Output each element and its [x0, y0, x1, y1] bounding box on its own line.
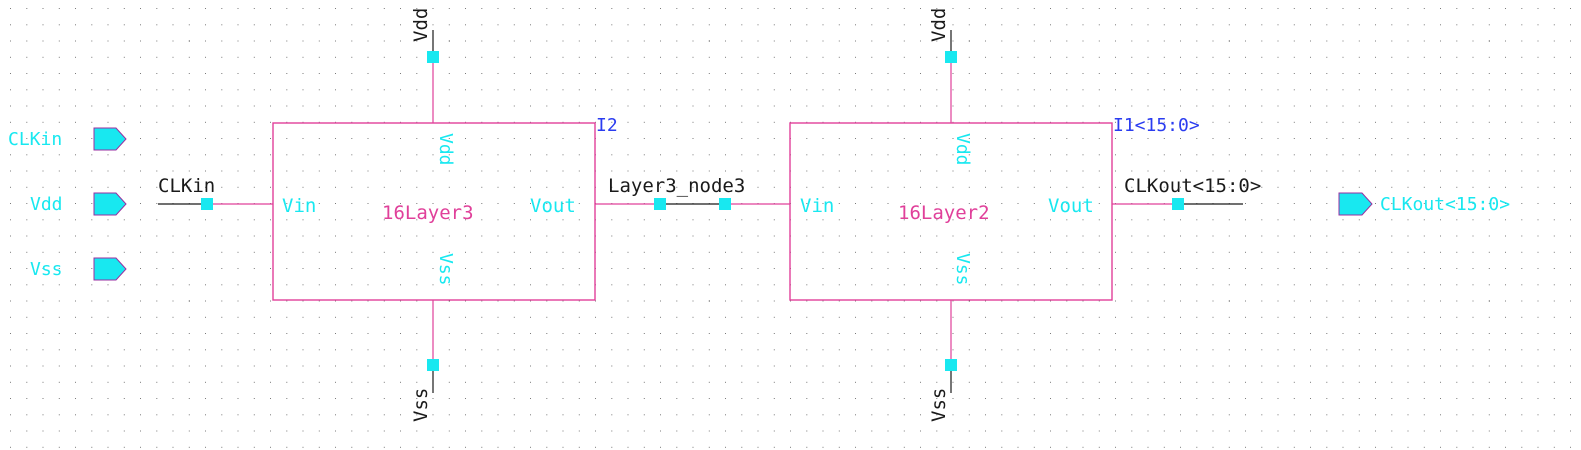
- wire-node: [427, 359, 439, 371]
- port-label-vss: Vss: [952, 253, 973, 286]
- port-label-vdd: Vdd: [435, 133, 456, 166]
- input-pin-icon: [93, 127, 127, 151]
- port-label-vin: Vin: [800, 195, 834, 217]
- pin-clkout[interactable]: CLKout<15:0>: [1338, 192, 1510, 216]
- cell-name: 16Layer2: [898, 202, 990, 224]
- wire-node: [654, 198, 666, 210]
- wire-node: [945, 359, 957, 371]
- instance-i2[interactable]: I2 16Layer3 Vin Vout Vdd Vss: [272, 115, 618, 301]
- instance-box: [272, 122, 596, 301]
- wire-node: [945, 51, 957, 63]
- input-pin-icon: [93, 192, 127, 216]
- port-label-vss: Vss: [435, 253, 456, 286]
- supply-vss-2[interactable]: Vss: [928, 300, 957, 422]
- wire-node: [201, 198, 213, 210]
- input-pin-icon: [93, 257, 127, 281]
- pin-label-clkin: CLKin: [8, 129, 62, 150]
- pin-vss[interactable]: Vss: [30, 257, 127, 281]
- supply-vdd-2[interactable]: Vdd: [928, 8, 957, 123]
- net-label-clkout: CLKout<15:0>: [1124, 175, 1261, 197]
- net-label-vdd: Vdd: [928, 8, 950, 42]
- supply-vss-1[interactable]: Vss: [410, 300, 439, 422]
- pin-clkin[interactable]: CLKin: [8, 127, 127, 151]
- port-label-vout: Vout: [1048, 195, 1094, 217]
- instance-name: I2: [596, 115, 618, 136]
- net-label-vdd: Vdd: [410, 8, 432, 42]
- wire-node: [427, 51, 439, 63]
- wire-node: [1172, 198, 1184, 210]
- pin-vdd[interactable]: Vdd: [30, 192, 127, 216]
- port-label-vout: Vout: [530, 195, 576, 217]
- net-clkout[interactable]: CLKout<15:0>: [1112, 175, 1261, 210]
- net-label-middle: Layer3_node3: [608, 175, 745, 197]
- instance-name: I1<15:0>: [1113, 115, 1200, 136]
- output-pin-icon: [1338, 192, 1373, 216]
- cell-name: 16Layer3: [382, 202, 474, 224]
- port-label-vin: Vin: [282, 195, 316, 217]
- net-label-clkin: CLKin: [158, 175, 215, 197]
- wire-node: [719, 198, 731, 210]
- pin-label-vss: Vss: [30, 259, 63, 280]
- instance-i1[interactable]: I1<15:0> 16Layer2 Vin Vout Vdd Vss: [789, 115, 1200, 301]
- pin-label-clkout: CLKout<15:0>: [1380, 194, 1510, 215]
- pin-label-vdd: Vdd: [30, 194, 63, 215]
- net-label-vss: Vss: [928, 388, 950, 422]
- net-label-vss: Vss: [410, 388, 432, 422]
- supply-vdd-1[interactable]: Vdd: [410, 8, 439, 123]
- net-clkin[interactable]: CLKin: [158, 175, 273, 210]
- port-label-vdd: Vdd: [952, 133, 973, 166]
- net-layer3-node3[interactable]: Layer3_node3: [595, 175, 790, 210]
